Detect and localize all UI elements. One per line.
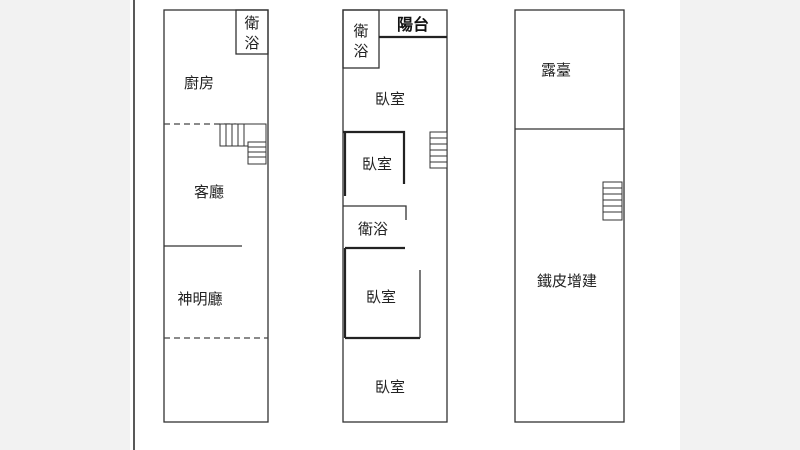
floor-3-plan: 露臺 鐵皮增建 bbox=[514, 9, 625, 423]
floor-1-bath-box bbox=[235, 9, 269, 55]
floor-1-kitchen-label: 廚房 bbox=[184, 74, 214, 92]
floor-1-bath-label-1: 衛 bbox=[244, 14, 259, 32]
floor-2-bath-mid-label: 衛浴 bbox=[358, 220, 388, 238]
floor-3-terrace-label: 露臺 bbox=[541, 61, 571, 79]
right-margin-band bbox=[680, 0, 800, 450]
floor-2-bedroom-b-label: 臥室 bbox=[362, 155, 392, 173]
floor-1-outline bbox=[163, 9, 269, 423]
floor-1-living-label: 客廳 bbox=[194, 183, 224, 201]
floor-1-shrine-label: 神明廳 bbox=[177, 290, 222, 308]
floor-2-bath-top-label-2: 浴 bbox=[353, 42, 368, 60]
floor-3-outline bbox=[514, 9, 625, 423]
floor-2-bedroom-b-walls bbox=[343, 130, 406, 184]
floor-2-plan: 衛 浴 陽台 臥室 臥室 衛浴 臥室 臥室 bbox=[342, 9, 448, 423]
floor-1-plan: 衛 浴 廚房 客廳 神明廳 bbox=[163, 9, 269, 423]
floor-2-bath-top-box bbox=[342, 9, 380, 69]
floor-3-stair-icon bbox=[602, 181, 623, 221]
floor-3-addition-label: 鐵皮增建 bbox=[537, 272, 597, 290]
floor-2-balcony-label: 陽台 bbox=[397, 15, 429, 34]
floor-2-bath-top-label-1: 衛 bbox=[353, 22, 368, 40]
floor-2-bedroom-a-label: 臥室 bbox=[375, 90, 405, 108]
floor-2-outline bbox=[342, 9, 448, 423]
floor-1-bath-label-2: 浴 bbox=[244, 34, 259, 52]
floor-2-bedroom-d-label: 臥室 bbox=[375, 378, 405, 396]
floor-2-bedroom-c-label: 臥室 bbox=[366, 288, 396, 306]
floor-2-bath-mid-walls bbox=[343, 205, 407, 220]
floor-1-stair-icon bbox=[219, 123, 267, 165]
left-margin-band bbox=[0, 0, 130, 450]
floor-2-stair-icon bbox=[429, 131, 448, 169]
